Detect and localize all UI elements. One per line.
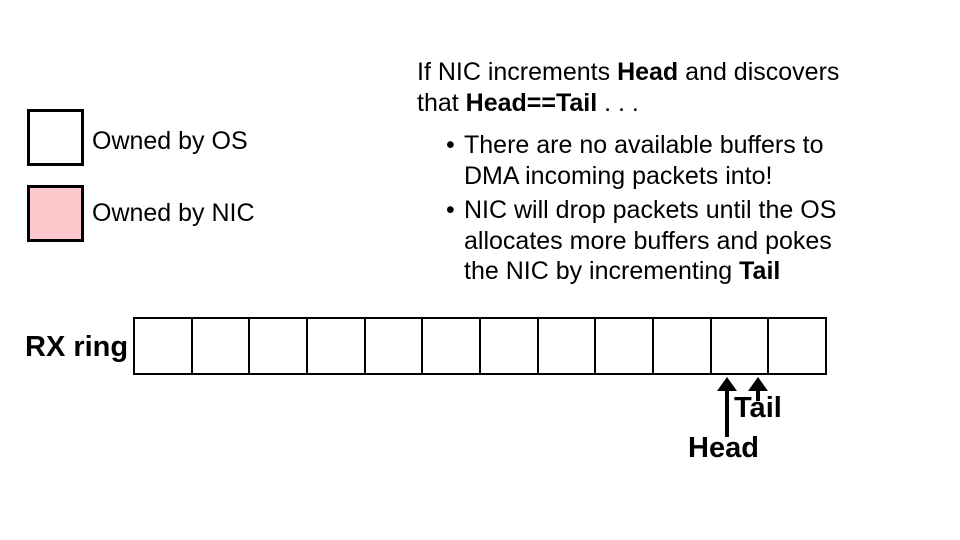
ring-cell-3 xyxy=(306,319,364,373)
legend-label-owned-by-nic: Owned by NIC xyxy=(92,199,255,227)
explanation-line-2: that Head==Tail . . . xyxy=(417,88,639,117)
rx-ring-label: RX ring xyxy=(25,331,129,363)
bullet-icon: • xyxy=(446,131,455,159)
ring-cell-4 xyxy=(363,319,422,373)
ring-cell-0 xyxy=(135,319,191,373)
explanation-line-1: If NIC increments Head and discovers xyxy=(417,58,840,86)
legend-swatch-owned-by-nic xyxy=(27,185,84,242)
head-arrow-icon xyxy=(717,377,737,391)
ring-cell-8 xyxy=(594,319,653,373)
ring-cell-2 xyxy=(248,319,307,373)
tail-pointer-label: Tail xyxy=(734,392,782,424)
ring-cell-11 xyxy=(767,319,826,373)
ring-cell-5 xyxy=(421,319,480,373)
bullet-item-2: •NIC will drop packets until the OS allo… xyxy=(446,196,837,285)
ring-cell-6 xyxy=(479,319,537,373)
legend-swatch-owned-by-os xyxy=(27,109,84,166)
legend-label-owned-by-os: Owned by OS xyxy=(92,127,248,155)
ring-cell-9 xyxy=(652,319,710,373)
bullet-item-1: •There are no available buffers to DMA i… xyxy=(446,131,824,190)
head-emphasis: Head xyxy=(617,58,679,86)
rx-ring xyxy=(133,317,827,375)
head-arrow-line xyxy=(725,390,729,437)
ring-cell-7 xyxy=(536,319,595,373)
head-equals-tail-emphasis: Head==Tail xyxy=(465,88,598,117)
explanation-text: If NIC increments Head and discovers tha… xyxy=(417,57,839,118)
ring-cell-10 xyxy=(709,319,768,373)
ring-cell-1 xyxy=(190,319,249,373)
head-pointer-label: Head xyxy=(688,432,759,464)
bullet-icon: • xyxy=(446,196,455,224)
tail-arrow-line xyxy=(756,390,760,401)
tail-emphasis: Tail xyxy=(739,257,781,285)
tail-arrow-icon xyxy=(748,377,768,391)
